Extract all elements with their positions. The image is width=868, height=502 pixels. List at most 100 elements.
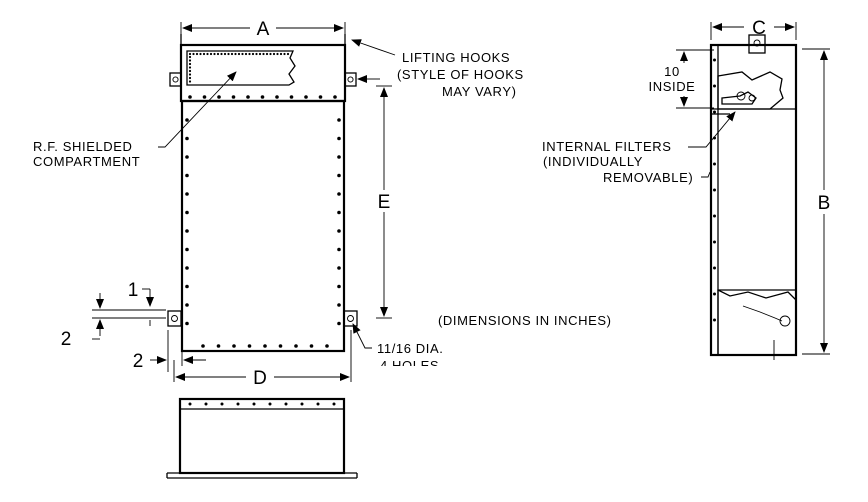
lifting-hooks-line1: LIFTING HOOKS [402,50,510,65]
rivet-dot [300,402,304,406]
holes-line1: 11/16 DIA. [377,341,443,356]
rivet-dot [202,52,206,56]
internal-filters-line1: INTERNAL FILTERS [542,139,672,154]
bracket-top-left [169,72,182,87]
bracket-hole [347,76,354,83]
rivet-dot [185,155,189,159]
rivet-dot [332,402,336,406]
rivet-dot [209,52,213,56]
rivet-dot [188,55,192,59]
bottom-view [166,397,358,479]
dim-c-label: C [752,18,766,39]
rivet-dot [188,80,192,83]
rivet-dot [337,136,341,141]
rivet-dots [185,95,341,348]
lifting-hooks-line2: (STYLE OF HOOKS [397,67,524,82]
compartment-cutaway [186,50,296,86]
rivet-dot [337,155,341,159]
rivet-dot [188,69,192,73]
internal-filters-line2: (INDIVIDUALLY [543,154,643,169]
rivet-dot [289,95,294,99]
rivet-dot [202,95,207,99]
rivet-dot [713,162,716,166]
rivet-dot [185,266,189,270]
rivet-dot [188,52,192,56]
rivet-dot [268,402,272,406]
rivet-dot [185,247,189,252]
rivet-dot [260,95,265,99]
dim-b-label: B [818,193,831,214]
rivet-dot [275,95,279,99]
rivet-dot [337,173,341,178]
rivet-dot [255,52,258,56]
dim-2-left-label: 2 [61,329,72,350]
dim-2-bottom-label: 2 [133,351,144,372]
rivet-dot [185,321,189,326]
internal-filters-callout: INTERNAL FILTERS (INDIVIDUALLY REMOVABLE… [542,111,736,185]
rivet-dot [204,402,208,406]
rivet-dot [316,402,320,406]
dimension-a: A [180,19,346,40]
rf-compartment-callout: R.F. SHIELDED COMPARTMENT [33,71,237,169]
rivet-dot [283,52,286,56]
lower-filter-cutaway [717,289,797,356]
rivet-dot [201,344,205,348]
lifting-hooks-callout: LIFTING HOOKS (STYLE OF HOOKS MAY VARY) [351,39,524,99]
rivet-dot [241,52,244,56]
inside-10-label: INSIDE [649,79,696,94]
rivet-dot [269,52,272,56]
dimensions-note: (DIMENSIONS IN INCHES) [438,313,612,328]
rf-label-line2: COMPARTMENT [33,154,140,169]
rivet-dot [333,95,337,99]
rivet-dot [258,52,262,56]
rivet-dot [188,73,192,76]
rivet-dot [713,188,716,192]
rivet-dot [713,240,716,244]
dimension-bracket-offsets: 1 2 [61,280,166,350]
rivet-dot [337,118,341,122]
rivet-dot [272,52,276,56]
rivet-dot [294,344,298,348]
rivet-dot [192,52,195,56]
rivet-dot [713,110,716,114]
rivet-dot [278,344,283,348]
rivet-dot [185,173,189,178]
rivet-dot [227,52,230,56]
rivet-dot [248,52,251,56]
rivet-dot [220,52,223,56]
rivet-dot [223,52,227,56]
rivet-dot [337,266,341,270]
rivet-dot [286,52,290,56]
rivet-dot [263,344,267,348]
rivet-dot [325,344,329,348]
rivet-dot [188,59,192,62]
rivet-dot [713,292,716,296]
rivet-dot [337,229,341,233]
rivet-dot [318,95,323,99]
rivet-dot [246,95,250,99]
dimension-d: D [173,330,352,389]
rivet-dot [185,118,189,122]
rivet-dot [337,303,341,307]
rivet-dot [185,210,189,215]
side-lifting-hook [748,34,766,54]
mounting-hole [347,315,354,322]
rivet-dot [188,402,192,406]
dimension-b: B [802,48,831,355]
inside-10-value: 10 [664,64,680,79]
rivet-dot [262,52,265,56]
rivet-dot [185,303,189,307]
rivet-dot [337,321,341,326]
rivet-dot [236,402,240,406]
cutaway-dots [188,52,290,83]
rivet-dot [279,52,283,56]
front-view [167,34,358,353]
rivet-dot [309,344,314,348]
rivet-dot [185,284,189,289]
rivet-dot [251,52,255,56]
rivet-dot [252,402,256,406]
rivet-dot [337,210,341,215]
bracket-top-right [344,72,357,87]
rivet-dot [284,402,288,406]
